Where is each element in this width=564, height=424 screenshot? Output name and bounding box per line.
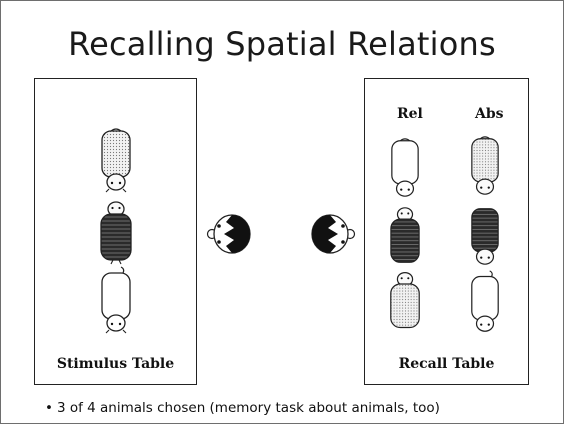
rel-striped-animal-figure — [387, 205, 423, 267]
caption-bullet-line: •3 of 4 animals chosen (memory task abou… — [45, 400, 440, 416]
slide-title: Recalling Spatial Relations — [1, 25, 563, 63]
rel-plain-animal-figure — [387, 137, 423, 199]
rel-dotted-animal-figure — [387, 269, 423, 333]
stimulus-table-label: Stimulus Table — [35, 356, 196, 372]
recall-table-panel: Rel Abs — [364, 78, 529, 385]
abs-striped-animal-figure — [467, 205, 503, 267]
striped-animal-figure — [97, 199, 135, 265]
dotted-animal-figure — [97, 127, 135, 193]
recall-table-label: Recall Table — [365, 356, 528, 372]
abs-column-header: Abs — [475, 106, 504, 122]
abs-dotted-animal-figure — [467, 135, 503, 197]
abs-plain-animal-figure — [467, 269, 503, 335]
bullet-icon: • — [45, 400, 53, 416]
stimulus-table-panel: Stimulus Table — [34, 78, 197, 385]
rel-column-header: Rel — [397, 106, 423, 122]
plain-animal-figure — [97, 265, 135, 335]
observer-head-right-figure — [310, 213, 356, 255]
caption-text: 3 of 4 animals chosen (memory task about… — [57, 400, 440, 416]
observer-head-left-figure — [206, 213, 252, 255]
